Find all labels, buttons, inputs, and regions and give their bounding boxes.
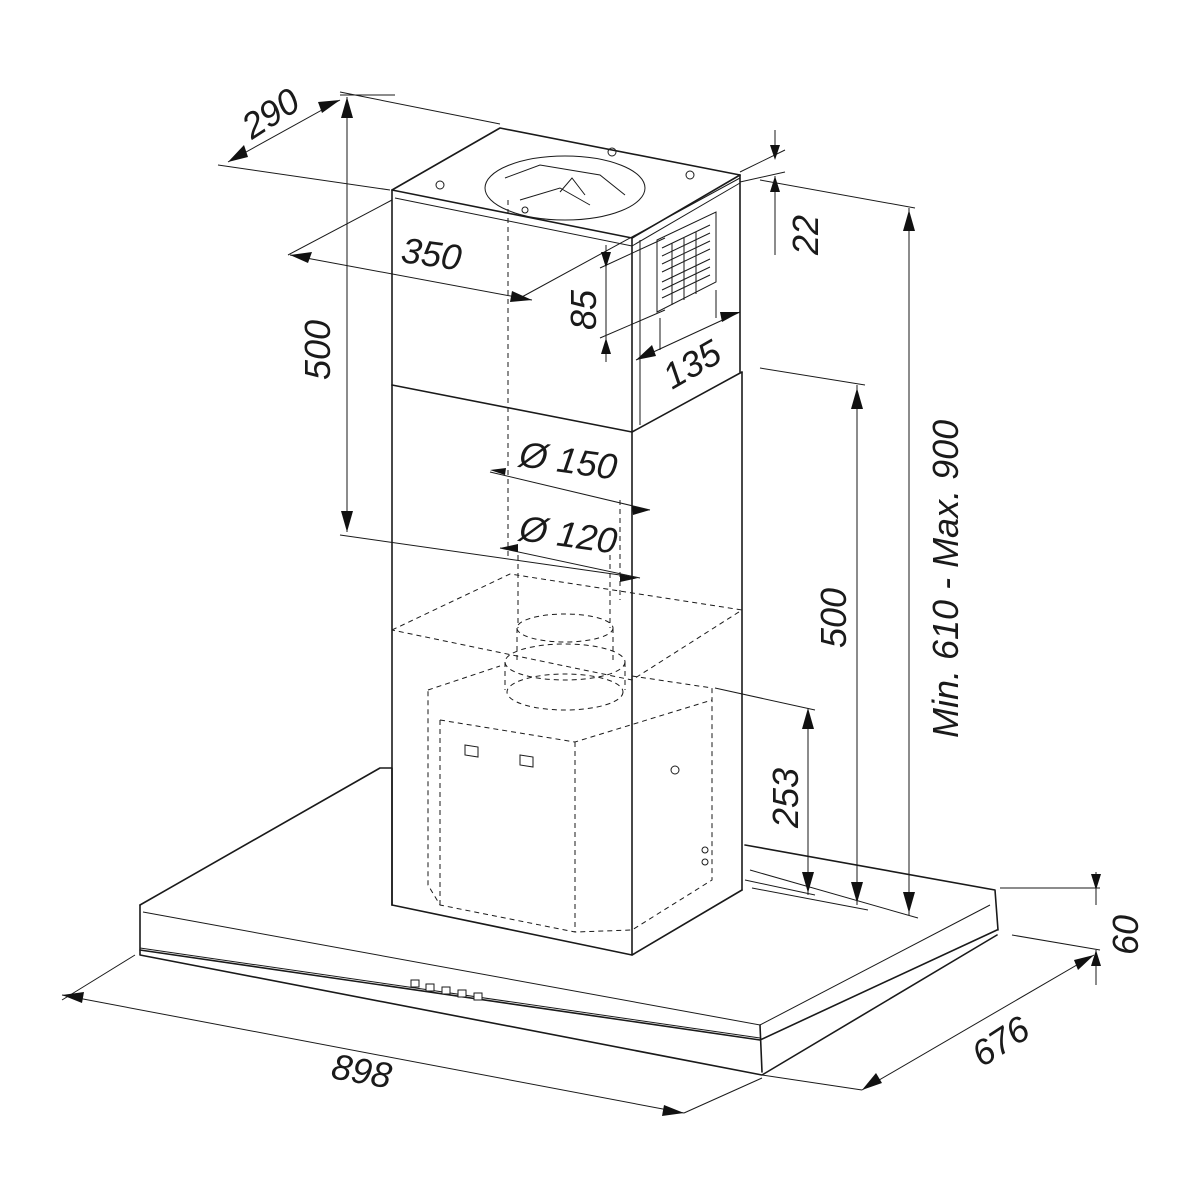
dim-label-290: 290 bbox=[233, 80, 307, 148]
dim-label-diameter-120: Ø 120 bbox=[516, 507, 620, 561]
dim-label-85: 85 bbox=[563, 289, 604, 330]
arrow bbox=[601, 252, 611, 268]
arrow bbox=[770, 176, 780, 192]
arrow bbox=[662, 1105, 684, 1116]
arrow bbox=[318, 100, 340, 113]
dim-label-253: 253 bbox=[765, 768, 806, 829]
dim-label-676: 676 bbox=[964, 1007, 1038, 1075]
arrow bbox=[851, 882, 863, 903]
chimney bbox=[391, 127, 743, 956]
control-button[interactable] bbox=[425, 983, 435, 992]
control-button[interactable] bbox=[410, 979, 420, 988]
canopy bbox=[139, 767, 999, 1076]
arrow bbox=[802, 872, 814, 893]
dim-label-diameter-150: Ø 150 bbox=[516, 433, 620, 487]
dim-label-898: 898 bbox=[329, 1046, 395, 1097]
dim-label-135: 135 bbox=[656, 331, 729, 397]
arrow bbox=[636, 345, 656, 360]
arrow bbox=[1091, 874, 1101, 890]
arrow bbox=[601, 338, 611, 354]
control-panel bbox=[410, 979, 483, 1001]
arrow bbox=[903, 892, 915, 913]
motor-unit bbox=[391, 200, 744, 933]
arrow bbox=[490, 468, 506, 475]
arrow bbox=[770, 145, 780, 160]
arrow bbox=[341, 97, 353, 118]
arrow bbox=[632, 506, 650, 515]
vent-grille bbox=[656, 211, 717, 313]
arrow bbox=[1074, 955, 1094, 970]
dim-label-500-upper: 500 bbox=[297, 320, 338, 380]
arrow bbox=[862, 1073, 882, 1090]
arrow bbox=[620, 574, 638, 582]
arrow bbox=[720, 312, 740, 322]
arrow bbox=[62, 992, 84, 1003]
arrow bbox=[802, 708, 814, 729]
dimension-labels: 290 350 500 22 85 135 Ø 150 Ø 120 500 Mi… bbox=[233, 80, 1146, 1097]
dim-label-350: 350 bbox=[399, 229, 464, 278]
dim-label-60: 60 bbox=[1105, 915, 1146, 955]
dim-label-22: 22 bbox=[785, 215, 826, 256]
arrow bbox=[341, 511, 353, 532]
arrow bbox=[903, 210, 915, 231]
arrow bbox=[500, 544, 518, 552]
arrow bbox=[851, 388, 863, 409]
arrow bbox=[228, 145, 248, 162]
arrow bbox=[1091, 950, 1101, 966]
dim-label-total-height: Min. 610 - Max. 900 bbox=[925, 420, 966, 738]
control-button[interactable] bbox=[473, 992, 483, 1001]
control-button[interactable] bbox=[441, 986, 451, 995]
arrow bbox=[290, 252, 312, 263]
control-button[interactable] bbox=[457, 989, 467, 998]
dimension-lines bbox=[61, 91, 1101, 1116]
arrow bbox=[510, 291, 532, 302]
dim-label-500-lower: 500 bbox=[813, 588, 854, 648]
